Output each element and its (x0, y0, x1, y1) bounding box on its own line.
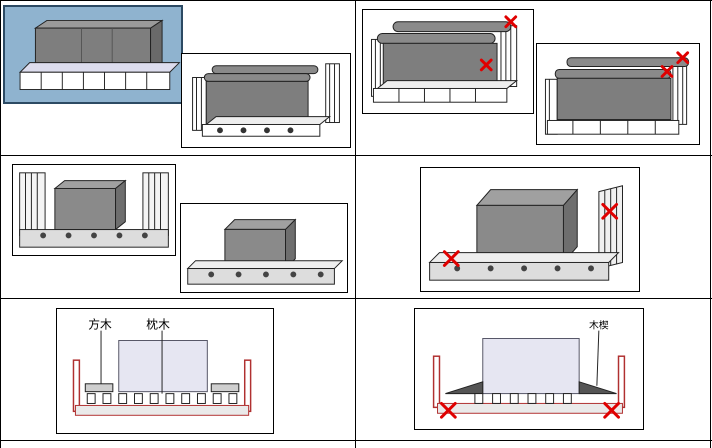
x-mark-icon (442, 250, 460, 267)
timber-securing-cross-section: 方木 枕木 (56, 308, 274, 434)
flat-rack-with-pipes-image (181, 53, 351, 148)
pipes-overhang-wrong-image-1 (362, 9, 534, 114)
wedge-securing-wrong-cross-section: 木楔 (414, 308, 644, 430)
x-mark-icon (603, 401, 620, 419)
table-row-divider-1 (0, 155, 712, 156)
flat-rack-cargo-highlight-image (3, 5, 183, 104)
sleeper-label: 枕木 (146, 318, 170, 332)
x-mark-icon (504, 15, 518, 29)
wedge-label: 木楔 (589, 320, 609, 332)
x-mark-icon (676, 51, 690, 65)
flat-rack-box-cargo-image-2 (180, 203, 348, 293)
square-timber-label: 方木 (88, 318, 112, 332)
table-divider-vertical (355, 0, 356, 448)
x-mark-icon (439, 401, 457, 419)
x-mark-icon (601, 202, 619, 220)
table-border-top (0, 0, 712, 1)
pipes-overhang-wrong-image-2 (536, 43, 700, 145)
table-row-divider-2 (0, 298, 712, 299)
flat-rack-box-cargo-image-1 (12, 164, 176, 256)
table-border-right (710, 0, 711, 448)
x-mark-icon (660, 65, 674, 78)
x-mark-icon (479, 58, 493, 72)
table-border-left (0, 0, 1, 448)
box-cargo-wrong-image (420, 167, 640, 292)
table-row-divider-3 (0, 440, 712, 441)
